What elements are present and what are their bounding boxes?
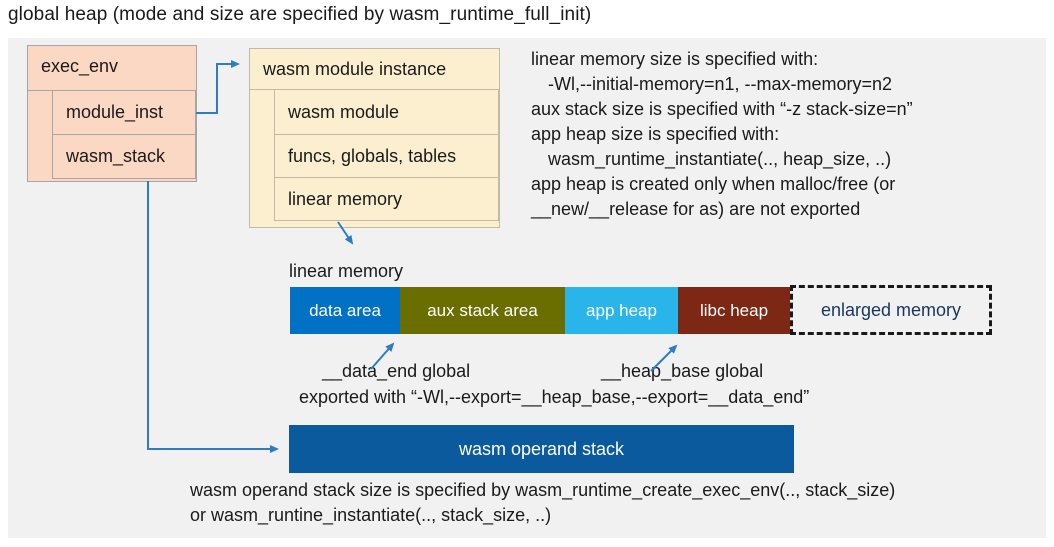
field-funcs-globals-tables: funcs, globals, tables [274, 134, 499, 178]
config-notes: linear memory size is specified with: -W… [531, 47, 913, 222]
wasm-operand-stack-bar: wasm operand stack [289, 425, 794, 473]
wasm-module-instance-title: wasm module instance [263, 59, 447, 79]
operand-stack-note-line: or wasm_runtine_instantiate(.., stack_si… [190, 505, 552, 525]
config-note-line: __new/__release for as) are not exported [531, 199, 861, 219]
exec-env-field-module-inst: module_inst [52, 90, 196, 135]
field-linear-memory: linear memory [274, 177, 499, 221]
segment-app-heap: app heap [565, 287, 678, 334]
operand-stack-notes: wasm operand stack size is specified by … [190, 478, 895, 528]
operand-stack-note-line: wasm operand stack size is specified by … [190, 480, 896, 500]
page-title: global heap (mode and size are specified… [8, 4, 592, 25]
config-note-line: linear memory size is specified with: [531, 49, 819, 69]
config-note-line: app heap size is specified with: [531, 124, 780, 144]
segment-data-area: data area [290, 287, 400, 334]
config-note-line: -Wl,--initial-memory=n1, --max-memory=n2 [548, 74, 893, 94]
field-wasm-module: wasm module [274, 89, 499, 135]
segment-libc-heap: libc heap [678, 287, 790, 334]
config-note-line: wasm_runtime_instantiate(.., heap_size, … [548, 149, 892, 169]
heap-base-global-label: __heap_base global [601, 361, 764, 381]
export-note-label: exported with “-Wl,--export=__heap_base,… [299, 387, 810, 407]
wasm-module-instance-box: wasm module instance wasm module funcs, … [249, 48, 500, 228]
exec-env-field-wasm-stack: wasm_stack [52, 134, 196, 179]
config-note-line: app heap is created only when malloc/fre… [531, 174, 896, 194]
exec-env-title: exec_env [41, 56, 119, 76]
exec-env-box: exec_env module_inst wasm_stack [27, 45, 197, 182]
segment-enlarged-memory: enlarged memory [790, 285, 992, 335]
linear-memory-label: linear memory [289, 261, 404, 281]
config-note-line: aux stack size is specified with “-z sta… [531, 99, 913, 119]
data-end-global-label: __data_end global [322, 361, 471, 381]
segment-aux-stack-area: aux stack area [400, 287, 565, 334]
